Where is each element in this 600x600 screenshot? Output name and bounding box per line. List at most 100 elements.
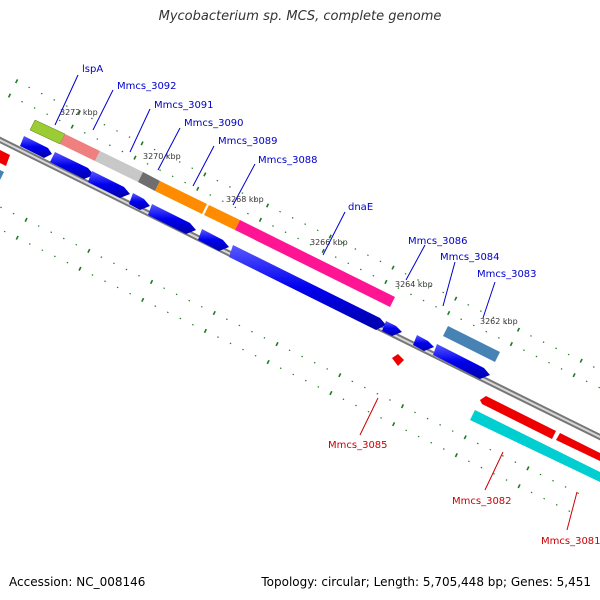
feature-lspA[interactable] (29, 119, 66, 145)
tick-mark (429, 285, 432, 288)
tick-mark (175, 293, 178, 296)
tick-mark (376, 392, 379, 395)
tick-mark (523, 349, 525, 352)
feature-mmcs-3083[interactable] (443, 326, 500, 362)
tick-mark (397, 287, 400, 290)
gene-label-mmcs-3084[interactable]: Mmcs_3084 (440, 252, 500, 263)
gene-label-mmcs-3090[interactable]: Mmcs_3090 (184, 118, 244, 129)
gene-label-mmcs-3082[interactable]: Mmcs_3082 (452, 496, 512, 507)
tick-mark (66, 261, 69, 264)
cds-arrow[interactable] (382, 321, 402, 336)
tick-mark (543, 497, 546, 500)
tick-mark (526, 466, 530, 471)
tick-mark (191, 167, 194, 170)
tick-mark (439, 423, 442, 426)
accession-text: Accession: NC_008146 (9, 575, 146, 589)
tick-mark (548, 361, 550, 364)
tick-mark (463, 435, 467, 440)
tick-mark (247, 212, 249, 215)
tick-mark (275, 341, 279, 347)
tick-mark (435, 305, 437, 308)
tick-mark (426, 417, 429, 420)
tick-mark (342, 398, 345, 401)
tick-mark (50, 231, 53, 234)
position-ticks (0, 79, 600, 512)
tick-mark (91, 117, 93, 120)
tick-mark (229, 342, 232, 345)
cds-arrow[interactable] (20, 136, 52, 158)
cds-arrow[interactable] (556, 433, 600, 461)
gene-label-mmcs-3083[interactable]: Mmcs_3083 (477, 269, 537, 280)
tick-mark (53, 255, 56, 258)
tick-mark (392, 421, 396, 427)
tick-mark (410, 293, 412, 296)
tick-mark (266, 359, 270, 365)
cds-arrow[interactable] (0, 150, 10, 166)
gene-label-mmcs-3092[interactable]: Mmcs_3092 (117, 81, 177, 92)
tick-mark (133, 155, 137, 160)
tick-mark (568, 510, 571, 512)
gene-label-mmcs-3085[interactable]: Mmcs_3085 (328, 440, 388, 451)
feature-bars (29, 119, 600, 482)
tick-mark (447, 310, 451, 316)
tick-mark (116, 130, 118, 132)
tick-mark (62, 237, 65, 240)
gene-label-mmcs-3089[interactable]: Mmcs_3089 (218, 136, 278, 147)
cds-arrow[interactable] (229, 245, 386, 330)
cds-arrow[interactable] (480, 396, 556, 439)
tick-mark (184, 181, 187, 184)
tick-mark (572, 372, 576, 378)
gene-label-mmcs-3091[interactable]: Mmcs_3091 (154, 100, 214, 111)
tick-mark (153, 148, 156, 151)
tick-mark (509, 341, 513, 347)
tick-mark (329, 390, 333, 396)
cds-arrow[interactable] (50, 152, 94, 179)
map-title: Mycobacterium sp. MCS, complete genome (158, 9, 442, 24)
cds-arrow[interactable] (392, 354, 404, 366)
tick-mark (372, 274, 375, 277)
feature-mmcs-3089[interactable] (155, 181, 207, 214)
tick-mark (140, 141, 144, 146)
feature-mmcs-3092[interactable] (60, 134, 100, 161)
kbp-label: 3262 kbp (480, 317, 518, 326)
tick-mark (317, 386, 320, 388)
cds-arrow[interactable] (198, 229, 229, 251)
tick-mark (103, 123, 106, 126)
feature-mmcs-3082[interactable] (470, 410, 600, 482)
feature-mmcs-3091[interactable] (95, 151, 143, 182)
cds-arrow[interactable] (148, 204, 196, 234)
tick-mark (166, 154, 169, 157)
feature-mmcs-3090[interactable] (138, 172, 160, 191)
tick-mark (326, 368, 329, 370)
cds-arrow[interactable] (0, 170, 4, 180)
tick-mark (238, 324, 241, 327)
cds-arrow[interactable] (129, 193, 150, 210)
cds-arrow[interactable] (413, 335, 434, 351)
tick-mark (535, 355, 538, 358)
tick-mark (516, 327, 521, 332)
genome-summary: Topology: circular; Length: 5,705,448 bp… (261, 575, 591, 589)
feature-dnaE[interactable] (235, 220, 395, 307)
tick-mark (3, 230, 6, 233)
feature-mmcs-3088[interactable] (204, 205, 240, 230)
tick-mark (154, 305, 157, 307)
gene-label-mmcs-3088[interactable]: Mmcs_3088 (258, 155, 318, 166)
tick-mark (40, 92, 43, 95)
gene-label-mmcs-3086[interactable]: Mmcs_3086 (408, 236, 468, 247)
tick-mark (363, 386, 366, 389)
cds-arrow[interactable] (88, 171, 130, 198)
tick-mark (258, 217, 263, 222)
gene-label-lspA[interactable]: lspA (82, 64, 103, 75)
cds-arrow[interactable] (433, 344, 490, 379)
gene-label-mmcs-3081[interactable]: Mmcs_3081 (541, 536, 600, 547)
tick-mark (301, 355, 304, 358)
tick-mark (480, 466, 483, 469)
tick-mark (577, 492, 580, 495)
forward-gene-labels (54, 74, 496, 319)
gene-label-dnaE[interactable]: dnaE (348, 202, 373, 213)
tick-mark (479, 310, 482, 312)
tick-mark (334, 256, 337, 258)
tick-mark (65, 105, 68, 107)
tick-mark (391, 265, 395, 270)
